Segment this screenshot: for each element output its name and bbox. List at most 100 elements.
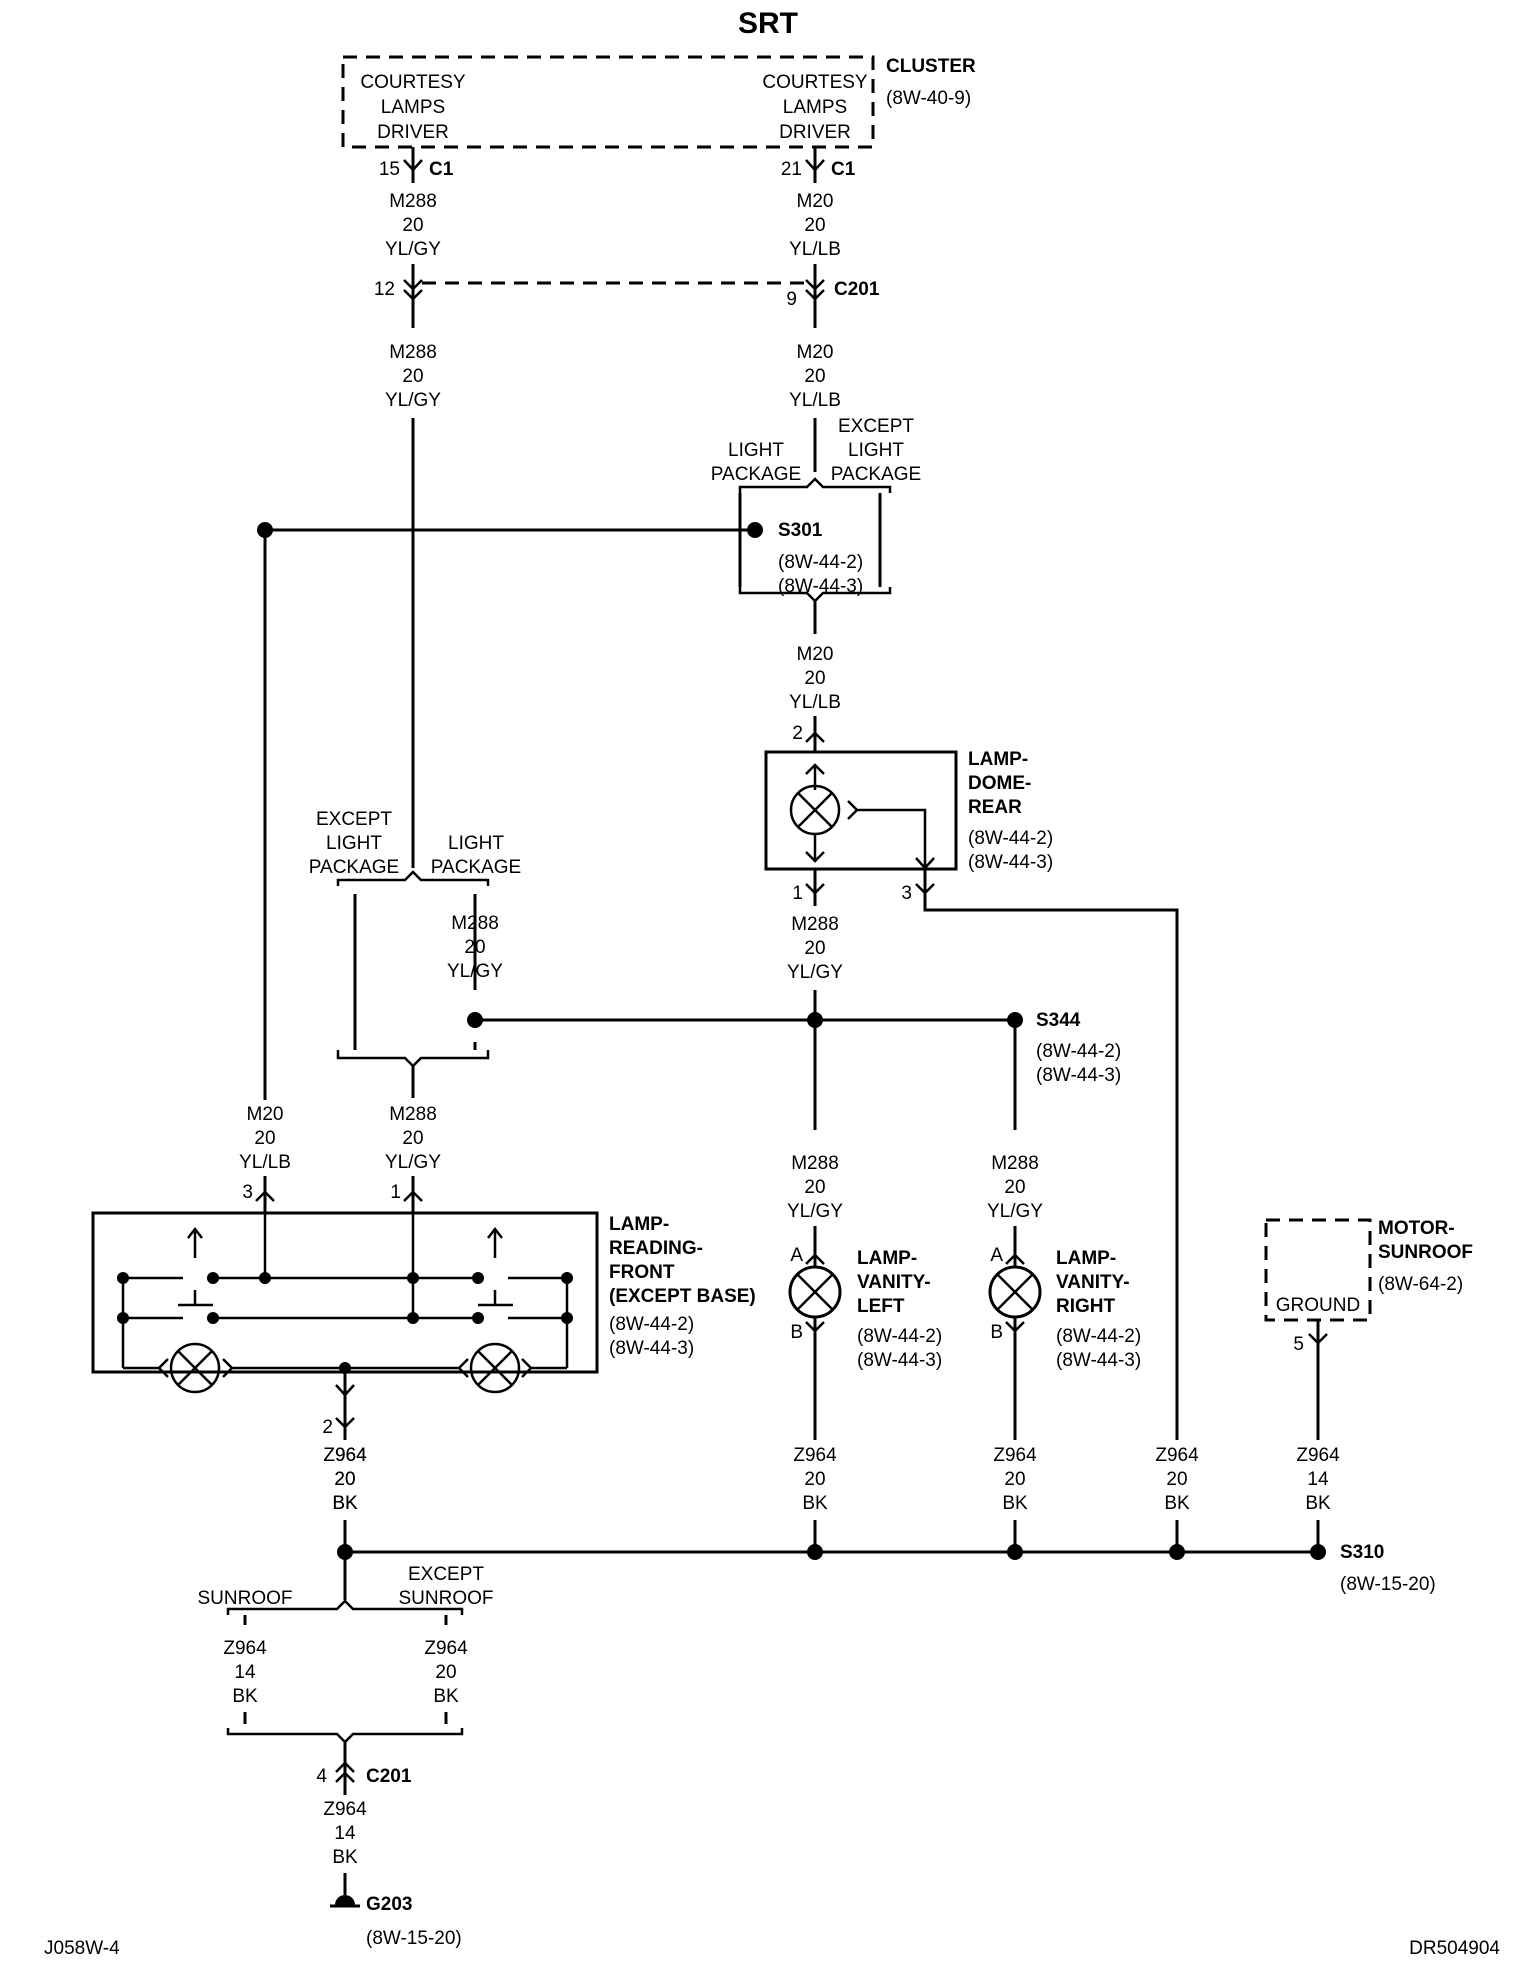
vanity-left-name-2: VANITY- [857,1272,931,1293]
s301-ref-2: (8W-44-3) [778,576,863,597]
vanity-right-name-2: VANITY- [1056,1272,1130,1293]
vanity-left-pin-b: B [790,1322,803,1343]
wire-m288-code-dome: M288 [791,914,839,935]
wire-m20-color-4b: YL/LB [239,1152,291,1173]
reading-name-3: FRONT [609,1262,675,1283]
wire-m288-color-2: YL/GY [385,390,441,411]
wire-z964-code-vr2: Z964 [993,1445,1037,1466]
lamp-vanity-left: A B LAMP- VANITY- LEFT (8W-44-2) (8W-44-… [788,1226,942,1440]
cluster-left-pin: 15 [379,159,400,180]
s301-ref-1: (8W-44-2) [778,552,863,573]
wire-m288-code-1: M288 [389,191,437,212]
wire-m20-gauge-1: 20 [804,215,825,236]
wire-z964-code-reading: Z964 [323,1445,367,1466]
dome-name-2: DOME- [968,773,1031,794]
wire-z964-code-sunroof-opt: Z964 [223,1638,267,1659]
wire-z964-gauge-reading2: 20 [334,1469,355,1490]
wire-z964-gauge-vl2: 20 [804,1469,825,1490]
wire-z964-code-reading2: Z964 [323,1445,367,1466]
instrument-cluster: COURTESY LAMPS DRIVER COURTESY LAMPS DRI… [341,55,976,149]
reading-ref-2: (8W-44-3) [609,1338,694,1359]
wire-m20-gauge-2: 20 [804,366,825,387]
wire-m20-code-1: M20 [797,191,834,212]
splice-s301-dot [747,522,763,538]
dome-name-3: REAR [968,797,1022,818]
vanity-left-name-3: LEFT [857,1296,905,1317]
wire-m288-gauge-4b: 20 [402,1128,423,1149]
left-except-1: EXCEPT [316,809,392,830]
footer-left-code: J058W-4 [44,1938,120,1959]
s344-name: S344 [1036,1010,1081,1031]
s301-option-split: LIGHT PACKAGE EXCEPT LIGHT PACKAGE [711,416,921,634]
ground-bus-labels [315,1440,375,1520]
s310-name: S310 [1340,1542,1384,1563]
except-sunroof-1: EXCEPT [408,1564,484,1585]
wire-m288-gauge-vl2: 20 [804,1177,825,1198]
vanity-right-pin-a: A [990,1245,1003,1266]
cluster-right-label-1: COURTESY [762,72,868,93]
wire-z964-code-ground: Z964 [323,1799,367,1820]
lamp-dome-rear: 2 LAMP- DOME- REAR (8W-44-2) (8W-44-3) 1… [764,716,1053,906]
reading-pin-2: 2 [322,1417,333,1438]
s344-ref-1: (8W-44-2) [1036,1041,1121,1062]
s301-except-3: PACKAGE [831,464,921,485]
left-light-package-1: LIGHT [448,833,504,854]
splice-s310-dot [1310,1544,1326,1560]
reading-right-bulb-icon [469,1342,521,1394]
s301-except-1: EXCEPT [838,416,914,437]
reading-option-split: EXCEPT LIGHT PACKAGE LIGHT PACKAGE M288 … [309,809,521,1098]
cluster-left-connector: C1 [429,159,454,180]
cluster-right-label-2: LAMPS [783,97,847,118]
wire-z964-color-ground: BK [332,1847,358,1868]
wire-m288-gauge-1: 20 [402,215,423,236]
vanity-right-name-1: LAMP- [1056,1248,1116,1269]
diagram-title: SRT [738,7,798,40]
wire-z964-code-vl2: Z964 [793,1445,837,1466]
wire-m20-gauge-4b: 20 [254,1128,275,1149]
wire-m288-color-3: YL/GY [447,961,503,982]
wire-m288-code-4b: M288 [389,1104,437,1125]
wire-m20-color-1: YL/LB [789,239,841,260]
vanity-right-name-3: RIGHT [1056,1296,1116,1317]
wire-z964-color-reading: BK [332,1493,358,1514]
wire-m20-code-4b: M20 [247,1104,284,1125]
vanity-left-name-1: LAMP- [857,1248,917,1269]
wire-z964-code-dome2: Z964 [1155,1445,1199,1466]
wire-m288-gauge-2: 20 [402,366,423,387]
wire-m288-gauge-dome: 20 [804,938,825,959]
wire-m20-color-3: YL/LB [789,692,841,713]
wire-z964-color-sunroof2: BK [1305,1493,1331,1514]
cluster-right-pin: 21 [781,159,802,180]
sunroof-name-1: MOTOR- [1378,1218,1455,1239]
vanity-right-ref-2: (8W-44-3) [1056,1350,1141,1371]
cluster-right-connector: C1 [831,159,856,180]
wire-z964-color-sunroof-opt: BK [232,1686,258,1707]
ground-bus: S310 (8W-15-20) [337,1520,1436,1595]
wire-m288-gauge-vr2: 20 [1004,1177,1025,1198]
left-except-3: PACKAGE [309,857,399,878]
wire-m288-color-1: YL/GY [385,239,441,260]
wire-m20-code-3: M20 [797,644,834,665]
wire-z964-gauge-vr2: 20 [1004,1469,1025,1490]
wire-m288-color-4b: YL/GY [385,1152,441,1173]
junction-dot-dome [807,1012,823,1028]
wire-m288-color-vr2: YL/GY [987,1201,1043,1222]
reading-name-2: READING- [609,1238,703,1259]
wire-z964-color-vl2: BK [802,1493,828,1514]
wire-dome-pin3 [923,906,1179,1440]
wire-z964-gauge-sunroof2: 14 [1307,1469,1329,1490]
c201-bottom-name: C201 [366,1766,412,1787]
connector-c201-top: 12 9 C201 [374,264,880,310]
sunroof-ref: (8W-64-2) [1378,1274,1463,1295]
wire-m20-gauge-3: 20 [804,668,825,689]
cluster-left-label-3: DRIVER [377,122,449,143]
sunroof-ground-label: GROUND [1276,1295,1360,1316]
wire-z964-color-vr2: BK [1002,1493,1028,1514]
s344-ref-2: (8W-44-3) [1036,1065,1121,1086]
vanity-left-pin-a: A [790,1245,803,1266]
c201-top-name: C201 [834,279,880,300]
vanity-right-pin-b: B [990,1322,1003,1343]
reading-pin-1: 1 [390,1182,401,1203]
except-sunroof-2: SUNROOF [399,1588,494,1609]
